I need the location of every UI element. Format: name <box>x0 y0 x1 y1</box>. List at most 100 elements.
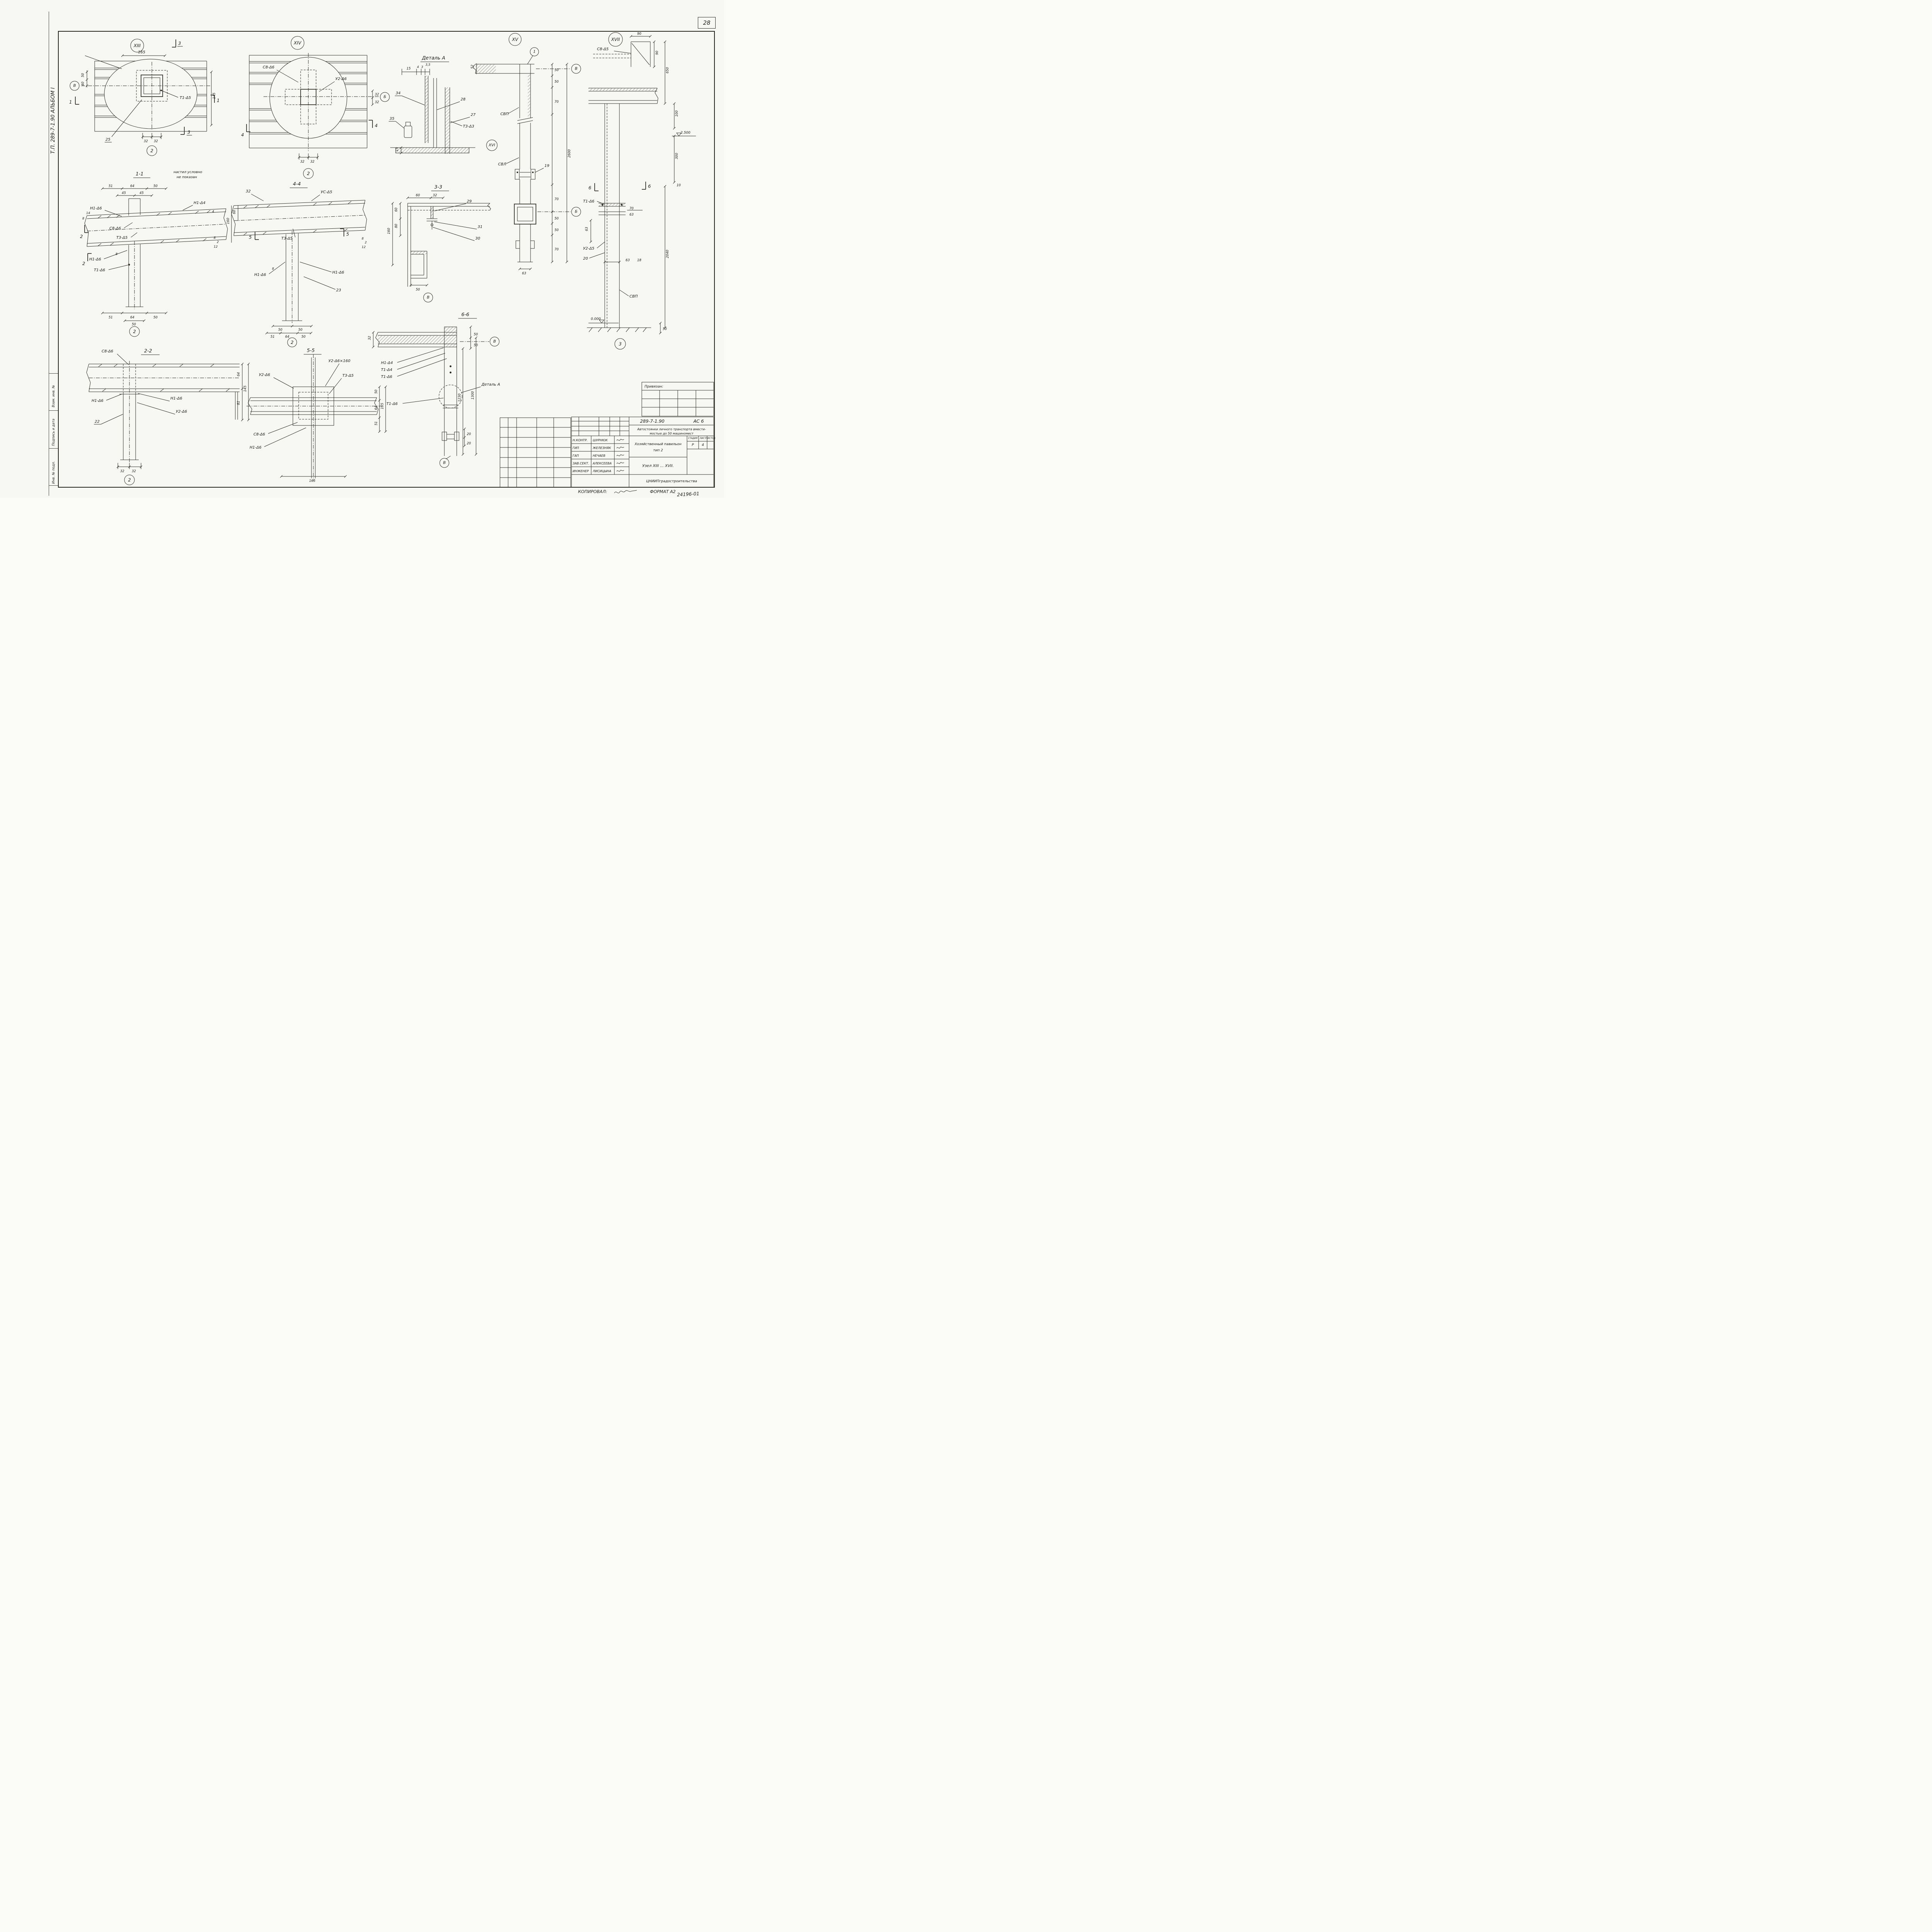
dim-text: 2 <box>365 241 367 244</box>
project-line1: Автостоянки личного транспорта вмести- <box>637 428 706 431</box>
level-text: 2.500 <box>680 131 690 135</box>
drawing-frame <box>58 31 715 488</box>
leader-c8: С8-Δ6 <box>263 65 299 83</box>
node-ref-text: 2 <box>307 171 310 176</box>
leader-u2: У2-Δ5 <box>583 242 605 251</box>
dim-text: 70 <box>554 100 559 104</box>
weld-text: Н1-Δ6 <box>90 206 102 211</box>
leader-34: 34 <box>395 91 425 105</box>
elevation-geometry <box>473 64 536 262</box>
weld-text: У2-Δ6 <box>176 410 187 414</box>
object-line1: Хозяйственный павильон <box>634 442 681 446</box>
section-2-2: С8-Δ6 2-2 64 81 145 Н1-Δ6 Н1-Δ6 У2-Δ6 <box>86 348 250 485</box>
dim-text: 18 <box>637 259 641 262</box>
dim-text: 32 <box>433 194 437 197</box>
section-marker-3-bottom: 3 <box>180 127 192 136</box>
section-marker-4-right: 4 <box>369 120 378 128</box>
marker-text: 6 <box>648 184 651 189</box>
dim-160-left: 160 <box>226 206 232 243</box>
node-ref-circle: 2 <box>124 474 135 485</box>
column-plan-detail <box>81 62 211 130</box>
axis-circle-b: Б <box>537 207 581 217</box>
role-title: ГАП <box>573 454 579 457</box>
dim-text: 64 <box>285 335 289 339</box>
dim-text: 50 <box>663 327 667 331</box>
leader-22: 22 <box>94 414 123 425</box>
axis-text: В <box>73 84 76 88</box>
dim-text: 14 <box>86 211 90 215</box>
dims-left: 50 40 <box>81 70 88 87</box>
organization-name: ЦНИИПградостроительства <box>646 480 697 483</box>
view-node-xiv: XIV С8-Δ6 У2-Δ6 32 32 Б 4 4 32 32 2 <box>241 36 390 179</box>
dim-text: 12 <box>362 245 366 249</box>
dim-text: 100 <box>675 111 679 117</box>
dim-650: 650 <box>663 40 670 105</box>
margin-inv-label: Инв. № подл. <box>52 461 56 484</box>
dim-text: 32 <box>375 100 379 104</box>
leader-c8: С8-Δ6 <box>102 349 129 365</box>
weld-text: Т1-Δ6 <box>381 375 392 379</box>
doc-number-row: 289-7-1.90 АС 6 <box>640 418 704 424</box>
dim-text: 1230 <box>458 393 462 402</box>
detail-ref-text: Деталь А <box>481 383 500 387</box>
leader-c8: С8-Δ6 <box>253 422 298 437</box>
dims-top: 60 32 <box>406 194 445 199</box>
weld-text: Т1-Δ4 <box>381 368 392 372</box>
dim-text: 51 <box>109 316 113 320</box>
dim-165: 165 <box>121 50 167 57</box>
dim-text: 64 <box>237 372 241 376</box>
section-marker-1-left: 1 <box>69 97 79 105</box>
object-name: Хозяйственный павильон тип 2 <box>634 442 681 452</box>
leader-us: УС-Δ5 <box>311 190 332 201</box>
dim-text: 50 <box>153 184 158 188</box>
attached-label: Привязан: <box>645 385 663 389</box>
leader-t1: Т1-Δ5 <box>160 90 191 100</box>
doc-stamp: 24196-01 <box>677 491 700 498</box>
leader-t1: Т1-Δ6 <box>583 199 604 204</box>
dim-15-left: 15 <box>395 146 403 155</box>
section-marker-6-left: 6 <box>588 183 599 191</box>
label-svp: СВП <box>500 107 519 116</box>
dim-text: 165 <box>138 50 145 54</box>
dim-text: 4 <box>417 65 419 69</box>
dim-text: 12 <box>214 245 218 248</box>
dim-text: 8 <box>116 252 117 256</box>
dim-32-left: 32 <box>368 331 375 349</box>
dim-165-bottom: 165 <box>280 475 347 483</box>
dim-text: 50 <box>81 73 85 77</box>
dims-left: 60 80 160 <box>387 202 402 267</box>
dim-90-right: 90 <box>653 40 659 68</box>
pos-text: 35 <box>389 117 395 121</box>
node-circle-xiv: XIV <box>291 36 304 50</box>
weld-text: У2-Δ6 <box>259 373 270 377</box>
dim-text: 45 <box>122 191 126 195</box>
corner-geometry <box>375 327 459 459</box>
leader-t3: Т3-Δ3 <box>450 121 474 129</box>
page-number: 28 <box>703 19 711 26</box>
weld-text: Н1-Δ4 <box>194 201 206 205</box>
label-svp: СВП <box>619 289 638 299</box>
signature <box>616 454 624 456</box>
weld-text: У2-Δ6 <box>335 77 347 81</box>
member-text: СВП <box>629 294 638 299</box>
signature <box>616 439 624 441</box>
dims-50-right: 50 50 <box>469 325 478 350</box>
view-detail-a: Деталь А 15 4 3 3,5 34 28 35 27 Т3-Δ3 <box>389 55 476 155</box>
leader-n1-4: Н1-Δ4 <box>381 347 444 365</box>
node-ref-text: 2 <box>291 340 293 345</box>
role-title: ГИП <box>573 446 579 450</box>
dim-chain-right: 50 50 70 70 50 50 70 <box>551 63 559 264</box>
section-5-5: 5-5 У2-Δ6 У2-Δ6×160 Т3-Δ5 50 64 51 165 С… <box>247 347 387 483</box>
weld-text: У2-Δ5 <box>583 247 594 251</box>
elevation-geometry <box>587 41 658 332</box>
detail-a-callout: Деталь А <box>439 383 500 408</box>
leader-19: 19 <box>535 164 549 173</box>
beam-geometry <box>86 361 240 462</box>
axis-circle-v: В <box>70 81 80 91</box>
weld-text: Т3-Δ5 <box>116 236 128 240</box>
dim-text: 145 <box>213 93 216 99</box>
section-marker-4-left: 4 <box>241 124 250 138</box>
weld-text: Т3-Δ5 <box>342 374 354 378</box>
node-ref-circle: 2 <box>287 337 297 347</box>
section-title: 5-5 <box>307 347 315 353</box>
